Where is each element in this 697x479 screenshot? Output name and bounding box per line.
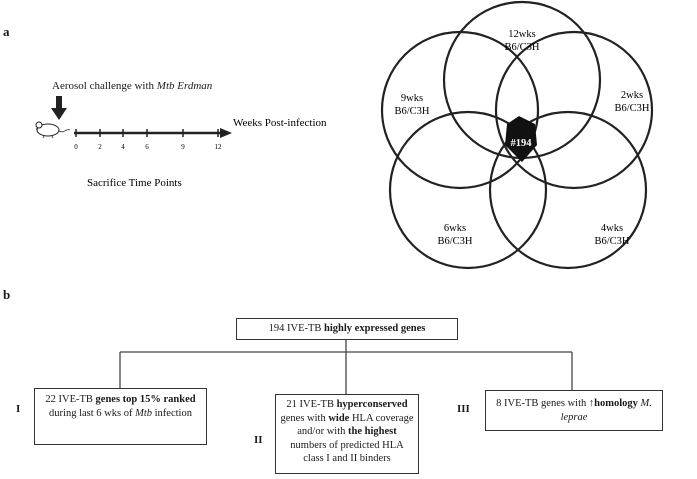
branch-text: genes with [280, 412, 329, 424]
venn-label-strains: B6/C3H [394, 106, 429, 117]
branch-bold-text: ↑homology [588, 398, 638, 409]
branch-bold-text: wide [328, 412, 350, 424]
branch-numeral-ii: II [254, 434, 263, 446]
root-text: 194 IVE-TB [268, 323, 325, 334]
branch-box-iii: 8 IVE-TB genes with ↑homology M. leprae [485, 390, 663, 431]
branch-text: 22 IVE-TB [45, 394, 96, 405]
branch-italic-text: M. leprae [560, 398, 652, 423]
branch-text: 21 IVE-TB [286, 399, 337, 410]
venn-diagram: #194 12wks B6/C3H 2wks B6/C3H 4wks B6/C3… [380, 0, 654, 270]
branch-text: numbers of predicted HLA class I and II … [290, 439, 404, 465]
tick-label: 0 [74, 143, 78, 151]
tick-label: 6 [145, 143, 149, 151]
branch-text: during last 6 wks of [49, 408, 136, 419]
timeline-arrowhead-icon [220, 128, 232, 138]
venn-label-weeks: 4wks [601, 223, 623, 234]
branch-bold-text: the highest [348, 426, 397, 437]
root-bold-text: highly expressed genes [324, 323, 426, 334]
timeline: 0 2 4 6 9 12 Weeks Post-infection Sacrif… [35, 96, 327, 189]
venn-label-weeks: 9wks [401, 93, 423, 104]
challenge-prefix: Aerosol challenge with [52, 80, 157, 92]
down-arrow-icon [51, 96, 67, 120]
tick-label: 2 [98, 143, 102, 151]
venn-label-strains: B6/C3H [504, 42, 539, 53]
branch-bold-text: genes top 15% ranked [95, 394, 196, 405]
branch-text: 8 IVE-TB genes with [496, 398, 589, 409]
venn-circle-9wks [380, 30, 540, 190]
panel-a-label: a [3, 24, 10, 39]
venn-center-label: #194 [511, 138, 533, 149]
branch-numeral-iii: III [457, 403, 470, 415]
branch-bold-text: hyperconserved [336, 399, 408, 410]
tick-label: 12 [215, 143, 223, 151]
tick-label: 4 [121, 143, 125, 151]
timeline-ticks [75, 129, 219, 137]
branch-box-i: 22 IVE-TB genes top 15% ranked during la… [34, 388, 207, 445]
tick-label: 9 [181, 143, 185, 151]
branch-text: infection [152, 408, 192, 419]
venn-label-weeks: 2wks [621, 90, 643, 101]
venn-label-weeks: 6wks [444, 223, 466, 234]
panel-b-label: b [3, 287, 11, 302]
venn-label-strains: B6/C3H [614, 103, 649, 114]
venn-circle-2wks [494, 30, 654, 190]
axis-label: Weeks Post-infection [233, 117, 327, 129]
branch-text: HLA coverage and/or with [297, 412, 414, 438]
venn-label-weeks: 12wks [508, 29, 535, 40]
mouse-icon [35, 121, 71, 139]
venn-label-strains: B6/C3H [437, 236, 472, 247]
branch-italic-text: Mtb [135, 408, 152, 419]
venn-circle-6wks [388, 110, 548, 270]
root-box: 194 IVE-TB highly expressed genes [236, 318, 458, 340]
timeline-caption: Sacrifice Time Points [87, 177, 182, 189]
challenge-strain: Mtb Erdman [156, 80, 213, 92]
venn-center-region [505, 116, 537, 162]
venn-label-strains: B6/C3H [594, 236, 629, 247]
venn-circle-4wks [488, 110, 648, 270]
branch-numeral-i: I [16, 403, 21, 415]
challenge-text: Aerosol challenge with Mtb Erdman [52, 80, 212, 92]
branch-box-ii: 21 IVE-TB hyperconserved genes with wide… [275, 394, 419, 474]
